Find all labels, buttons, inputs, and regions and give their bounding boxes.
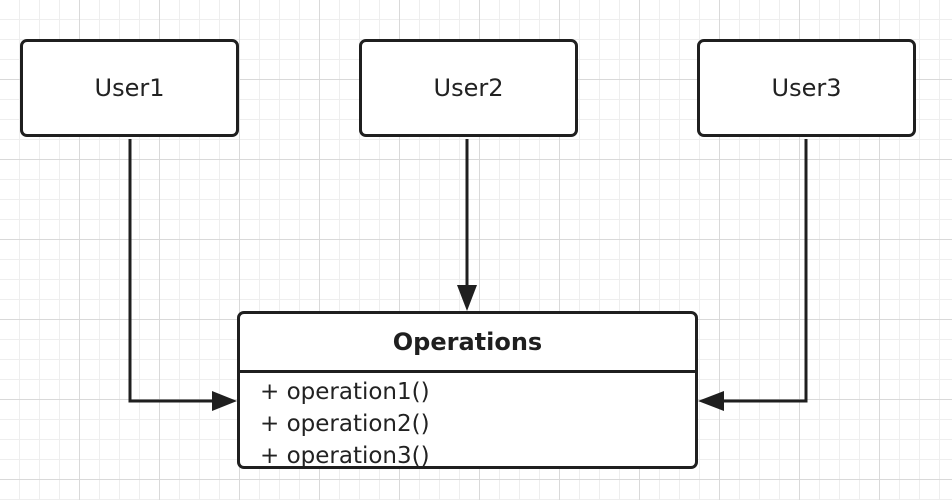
arrowhead-user3 — [698, 391, 724, 411]
connector-user1-to-operations — [128, 139, 214, 403]
arrowhead-user2 — [457, 285, 477, 311]
user2-label: User2 — [433, 74, 504, 102]
arrowhead-user1 — [212, 391, 237, 411]
method-operation2: + operation2() — [260, 411, 430, 437]
method-operation1: + operation1() — [260, 379, 430, 405]
user3-label: User3 — [771, 74, 842, 102]
operations-method-list: + operation1() + operation2() + operatio… — [240, 373, 695, 469]
operations-class-name: Operations — [240, 314, 695, 373]
user1-box[interactable]: User1 — [20, 39, 239, 137]
user3-box[interactable]: User3 — [697, 39, 916, 137]
user2-box[interactable]: User2 — [359, 39, 578, 137]
method-operation3: + operation3() — [260, 443, 430, 469]
user1-label: User1 — [94, 74, 165, 102]
operations-class-box[interactable]: Operations + operation1() + operation2()… — [237, 311, 698, 469]
connector-user3-to-operations — [722, 139, 808, 403]
